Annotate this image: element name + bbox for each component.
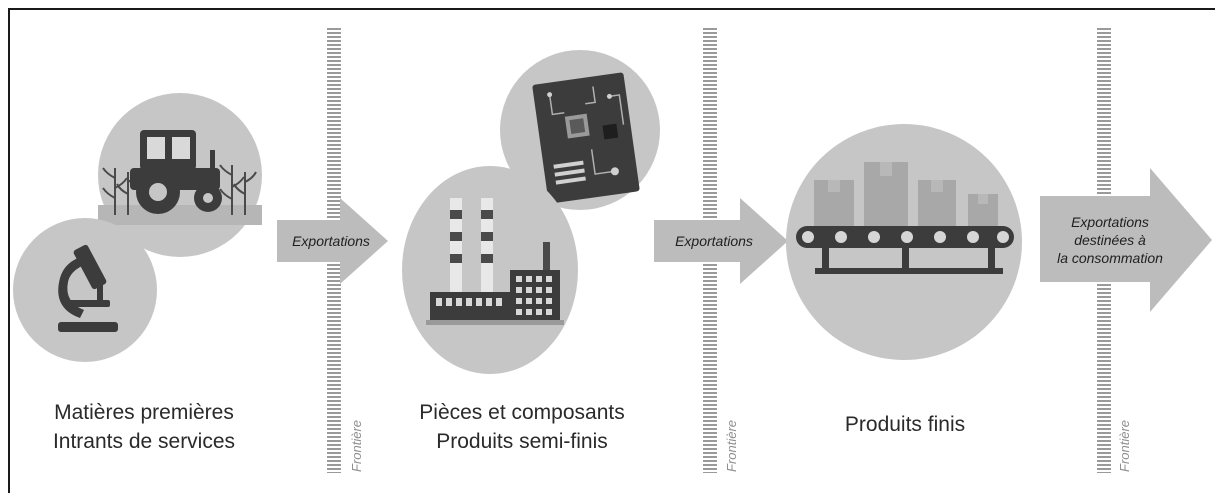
factory-icon bbox=[402, 166, 578, 374]
export-arrow-1 bbox=[277, 198, 388, 284]
stage-3-line-1: Produits finis bbox=[844, 413, 966, 436]
frontier-label-2: Frontière bbox=[724, 419, 739, 472]
export-arrow-1-label: Exportations bbox=[292, 233, 370, 249]
export-arrow-2-label: Exportations bbox=[675, 233, 753, 249]
frontier-label-1: Frontière bbox=[349, 419, 364, 472]
stage-2-label: Pièces et composants Produits semi-finis bbox=[392, 398, 652, 456]
microscope-icon bbox=[13, 218, 157, 362]
export-arrow-3 bbox=[1040, 168, 1212, 312]
export-arrow-2 bbox=[654, 198, 788, 284]
circuit-board-icon bbox=[500, 50, 660, 210]
frontier-label-3: Frontière bbox=[1117, 419, 1132, 472]
export-arrow-3-line-3: la consommation bbox=[1057, 250, 1163, 266]
export-arrow-3-line-2: destinées à bbox=[1074, 232, 1146, 248]
stage-2-line-2: Produits semi-finis bbox=[436, 430, 608, 453]
stage-1-line-2: Intrants de services bbox=[52, 430, 236, 453]
stage-2-line-1: Pièces et composants bbox=[419, 401, 625, 424]
conveyor-boxes-icon bbox=[786, 124, 1022, 360]
export-arrow-3-line-1: Exportations bbox=[1071, 214, 1149, 230]
figure-frame bbox=[8, 8, 1215, 493]
tractor-icon bbox=[98, 93, 262, 257]
export-arrow-3-label: Exportations destinées à la consommation bbox=[1040, 213, 1180, 267]
stage-3-label: Produits finis bbox=[800, 410, 1010, 439]
stage-1-label: Matières premières Intrants de services bbox=[24, 398, 264, 456]
stage-1-line-1: Matières premières bbox=[54, 401, 234, 424]
